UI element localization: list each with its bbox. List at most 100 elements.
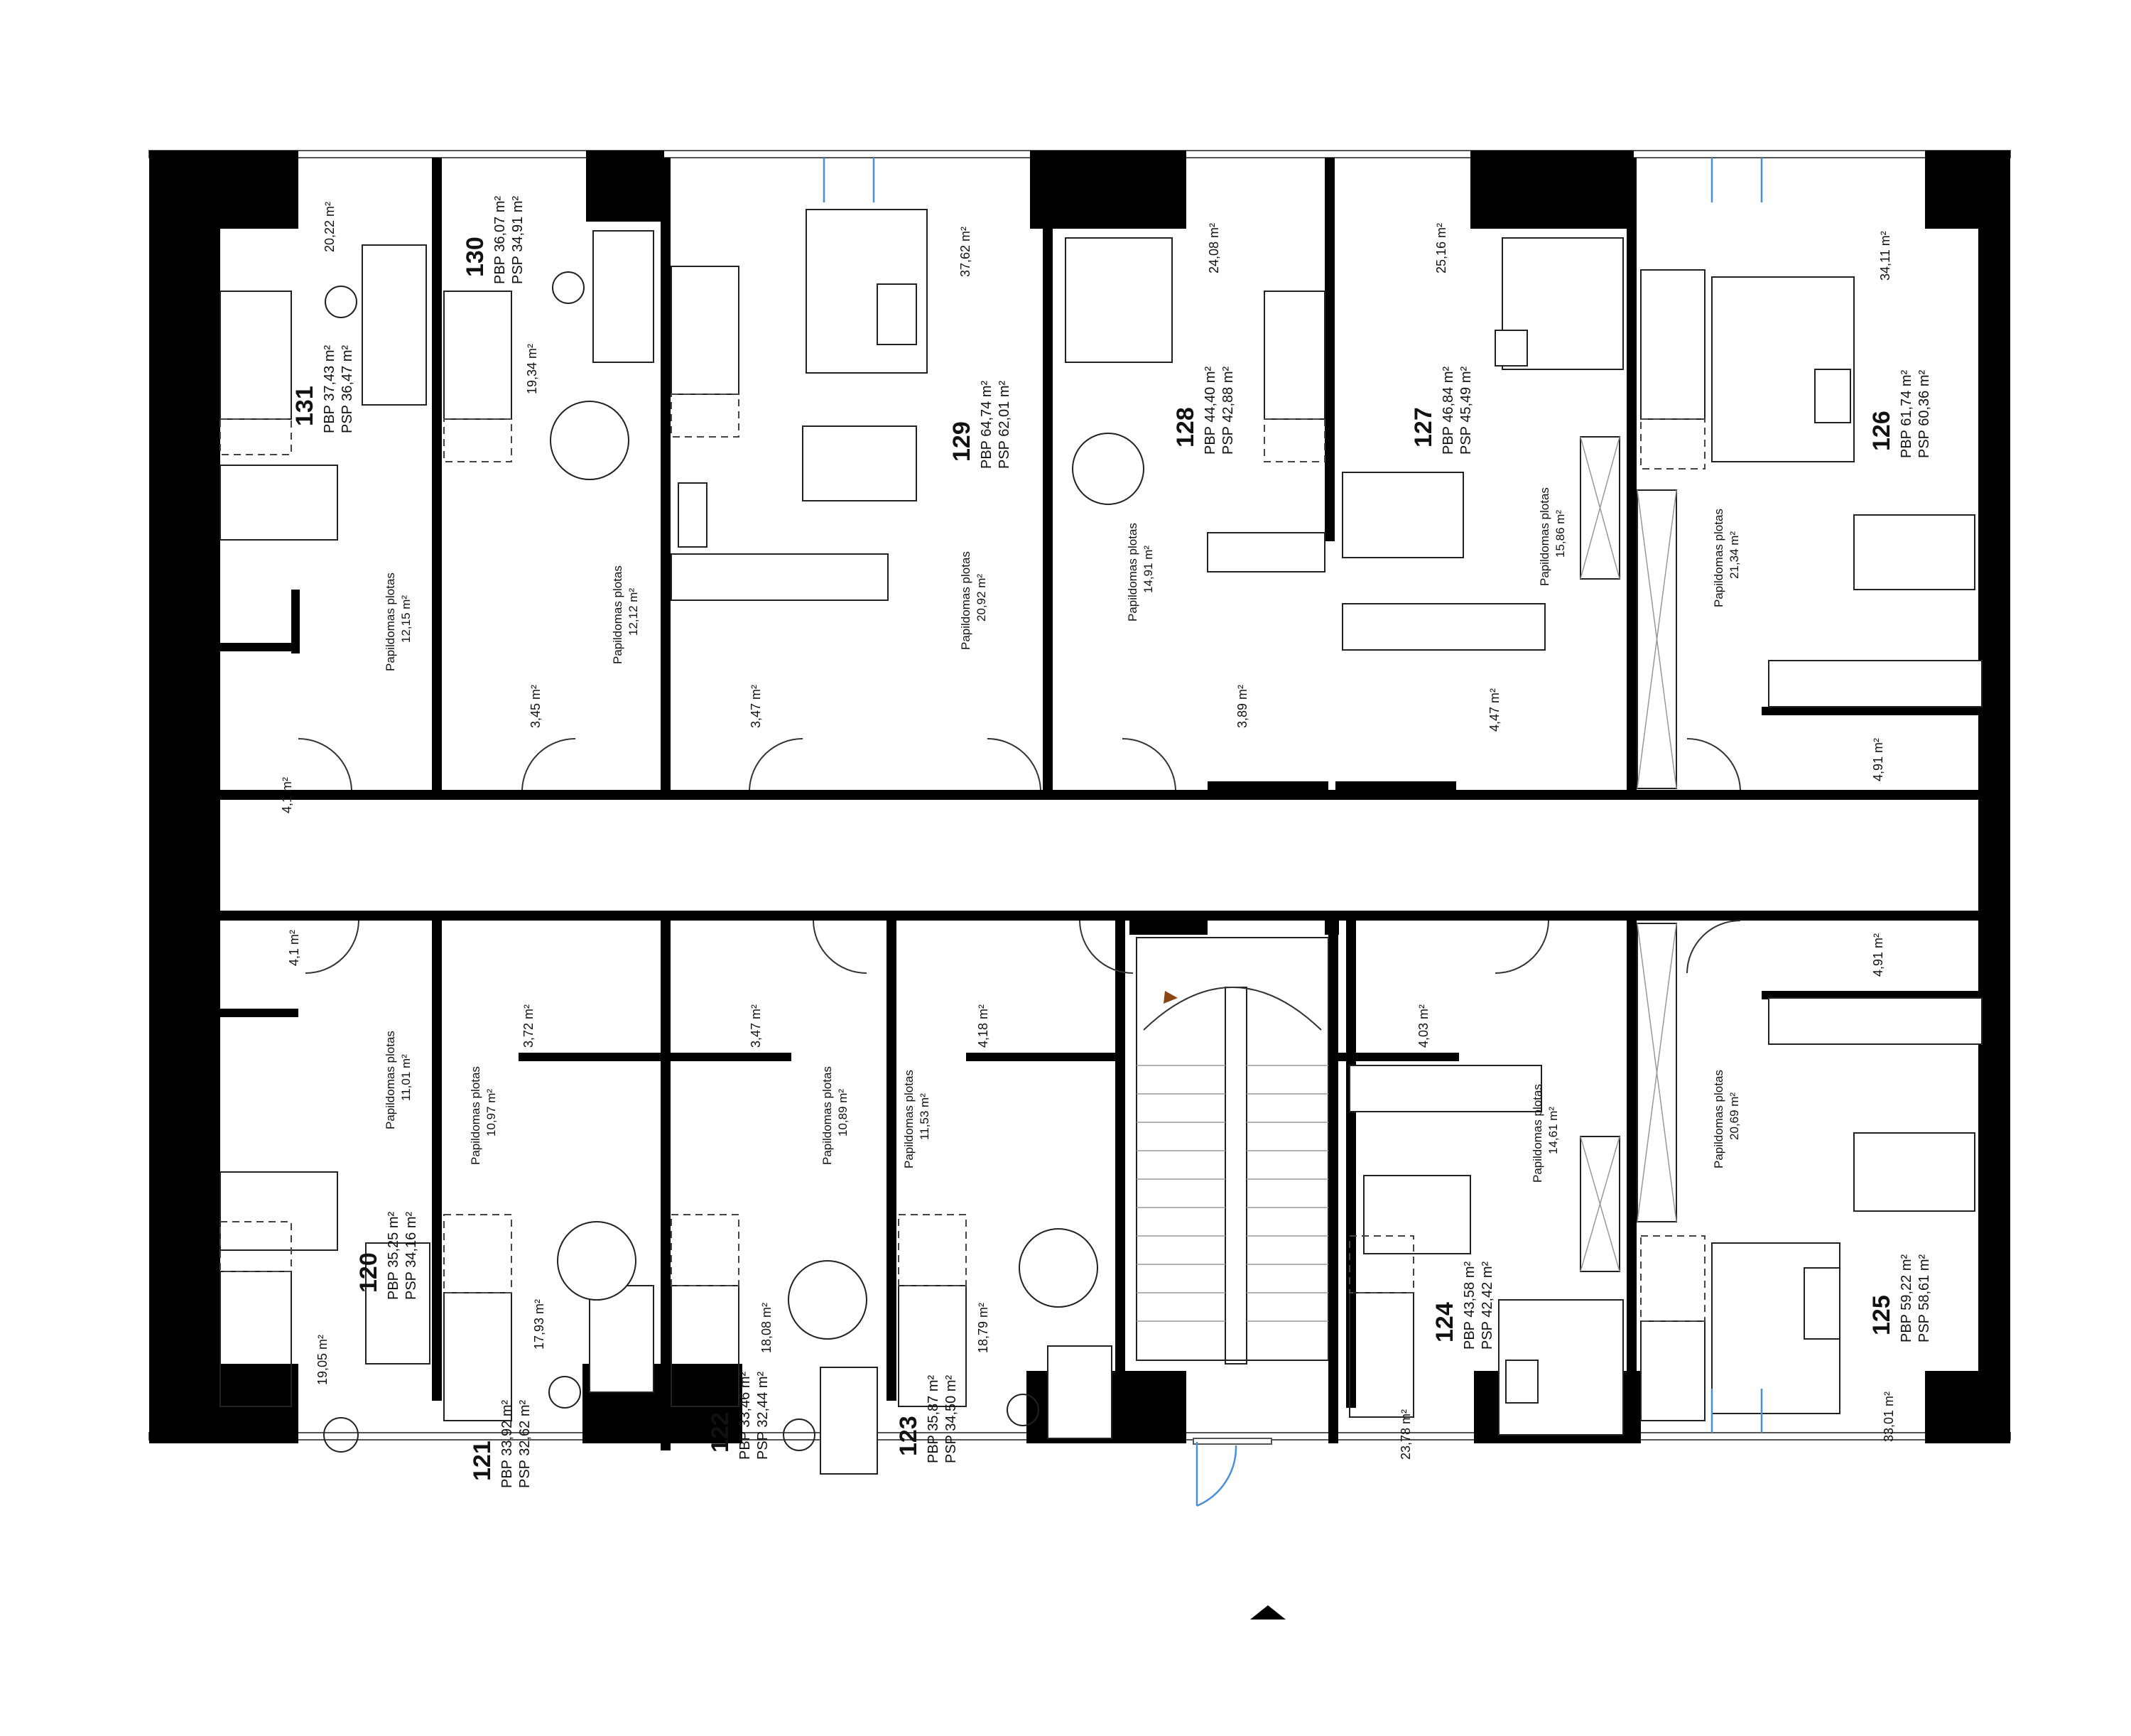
unit-label-126: 126 PBP 61,74 m² PSP 60,36 m²	[1868, 370, 1932, 458]
extension-labels: Papildomas plotas 12,15 m² Papildomas pl…	[384, 487, 1741, 1183]
room-area: 18,08 m²	[759, 1303, 774, 1353]
room-area: 3,47 m²	[749, 685, 763, 728]
extension-label: Papildomas plotas	[902, 1070, 916, 1168]
unit-number: 126	[1868, 411, 1895, 451]
room-area: 4,91 m²	[1871, 933, 1885, 977]
unit-number: 128	[1172, 407, 1199, 447]
unit-label-131: 131 PBP 37,43 m² PSP 36,47 m²	[291, 345, 355, 433]
room-area: 34,11 m²	[1878, 231, 1892, 281]
unit-number: 124	[1431, 1302, 1458, 1342]
extension-label: Papildomas plotas	[1712, 509, 1725, 607]
room-area: 4,91 m²	[1871, 738, 1885, 781]
extension-area: 11,53 m²	[918, 1093, 931, 1140]
extension-area: 15,86 m²	[1553, 510, 1567, 558]
unit-number: 123	[895, 1416, 922, 1456]
door-swings	[298, 737, 1741, 974]
unit-pbp: PBP 44,40 m²	[1203, 367, 1218, 455]
unit-psp: PSP 42,42 m²	[1480, 1262, 1495, 1350]
extension-area: 12,15 m²	[399, 595, 413, 643]
unit-number: 120	[355, 1252, 382, 1293]
unit-number: 125	[1868, 1295, 1895, 1335]
unit-psp: PSP 34,16 m²	[403, 1212, 419, 1300]
furniture	[219, 209, 1983, 1475]
extension-label: Papildomas plotas	[1712, 1070, 1725, 1168]
room-area: 4,18 m²	[976, 1004, 990, 1048]
room-area: 17,93 m²	[532, 1299, 546, 1350]
unit-pbp: PBP 36,07 m²	[492, 196, 508, 284]
unit-label-127: 127 PBP 46,84 m² PSP 45,49 m²	[1410, 367, 1474, 455]
unit-psp: PSP 58,61 m²	[1916, 1254, 1932, 1342]
room-area: 3,72 m²	[521, 1004, 536, 1048]
unit-pbp: PBP 43,58 m²	[1462, 1262, 1477, 1350]
room-area: 24,08 m²	[1207, 223, 1221, 273]
extension-label: Papildomas plotas	[384, 1031, 397, 1129]
extension-area: 12,12 m²	[627, 588, 640, 636]
room-area: 4,47 m²	[1487, 688, 1502, 732]
unit-pbp: PBP 33,46 m²	[737, 1372, 753, 1460]
unit-psp: PSP 36,47 m²	[340, 345, 355, 433]
room-area: 19,34 m²	[525, 344, 539, 394]
unit-psp: PSP 45,49 m²	[1458, 367, 1474, 455]
room-area: 4,1 m²	[287, 930, 301, 966]
unit-psp: PSP 34,50 m²	[943, 1375, 959, 1463]
extension-label: Papildomas plotas	[469, 1066, 482, 1165]
room-areas: 20,22 m² 19,34 m² 37,62 m² 24,08 m² 25,1…	[280, 202, 1896, 1460]
extension-label: Papildomas plotas	[820, 1066, 834, 1165]
unit-pbp: PBP 37,43 m²	[322, 345, 337, 433]
unit-number: 129	[948, 421, 975, 462]
room-area: 18,79 m²	[976, 1303, 990, 1353]
unit-psp: PSP 62,01 m²	[997, 381, 1012, 469]
extension-label: Papildomas plotas	[1126, 523, 1139, 622]
outer-walls	[148, 150, 2011, 1443]
room-area: 23,78 m²	[1399, 1409, 1413, 1460]
unit-pbp: PBP 46,84 m²	[1441, 367, 1456, 455]
unit-psp: PSP 34,91 m²	[510, 196, 526, 284]
unit-number: 121	[469, 1441, 496, 1481]
unit-psp: PSP 60,36 m²	[1916, 370, 1932, 458]
unit-pbp: PBP 59,22 m²	[1899, 1254, 1914, 1342]
extension-label: Papildomas plotas	[1531, 1084, 1544, 1183]
mezzanine-stairs	[219, 266, 1706, 1421]
unit-pbp: PBP 64,74 m²	[979, 381, 994, 469]
unit-label-130: 130 PBP 36,07 m² PSP 34,91 m²	[462, 196, 526, 284]
facade-doors	[823, 158, 1763, 1433]
unit-psp: PSP 42,88 m²	[1220, 367, 1236, 455]
unit-psp: PSP 32,44 m²	[755, 1372, 771, 1460]
unit-pbp: PBP 35,25 m²	[386, 1212, 401, 1300]
room-area: 3,45 m²	[528, 685, 543, 728]
extension-area: 10,97 m²	[484, 1089, 498, 1136]
room-area: 3,89 m²	[1235, 685, 1249, 728]
unit-pbp: PBP 35,87 m²	[926, 1375, 941, 1463]
room-area: 37,62 m²	[958, 227, 972, 277]
unit-number: 127	[1410, 407, 1437, 447]
extension-area: 14,91 m²	[1142, 546, 1155, 593]
unit-label-121: 121 PBP 33,92 m² PSP 32,62 m²	[469, 1400, 533, 1488]
unit-label-124: 124 PBP 43,58 m² PSP 42,42 m²	[1431, 1262, 1495, 1350]
unit-number: 131	[291, 386, 318, 426]
room-area: 20,22 m²	[322, 202, 337, 252]
unit-number: 122	[707, 1412, 734, 1453]
extension-area: 10,89 m²	[836, 1089, 850, 1136]
unit-pbp: PBP 61,74 m²	[1899, 370, 1914, 458]
unit-label-125: 125 PBP 59,22 m² PSP 58,61 m²	[1868, 1254, 1932, 1342]
room-area: 25,16 m²	[1434, 223, 1448, 273]
extension-label: Papildomas plotas	[1538, 487, 1551, 586]
room-area: 3,47 m²	[749, 1004, 763, 1048]
room-area: 19,05 m²	[315, 1335, 330, 1385]
unit-pbp: PBP 33,92 m²	[499, 1400, 515, 1488]
extension-label: Papildomas plotas	[611, 565, 624, 664]
interior-walls	[217, 158, 1982, 1450]
extension-area: 20,92 m²	[975, 574, 988, 622]
room-area: 4,1 m²	[280, 777, 294, 813]
unit-label-123: 123 PBP 35,87 m² PSP 34,50 m²	[895, 1375, 959, 1463]
extension-area: 11,01 m²	[399, 1054, 413, 1101]
unit-label-128: 128 PBP 44,40 m² PSP 42,88 m²	[1172, 367, 1236, 455]
extension-label: Papildomas plotas	[959, 551, 972, 650]
unit-label-120: 120 PBP 35,25 m² PSP 34,16 m²	[355, 1212, 419, 1300]
room-area: 4,03 m²	[1416, 1004, 1431, 1048]
extension-area: 14,61 m²	[1546, 1107, 1560, 1154]
unit-label-122: 122 PBP 33,46 m² PSP 32,44 m²	[707, 1372, 771, 1460]
extension-area: 20,69 m²	[1728, 1092, 1741, 1140]
unit-label-129: 129 PBP 64,74 m² PSP 62,01 m²	[948, 381, 1012, 469]
